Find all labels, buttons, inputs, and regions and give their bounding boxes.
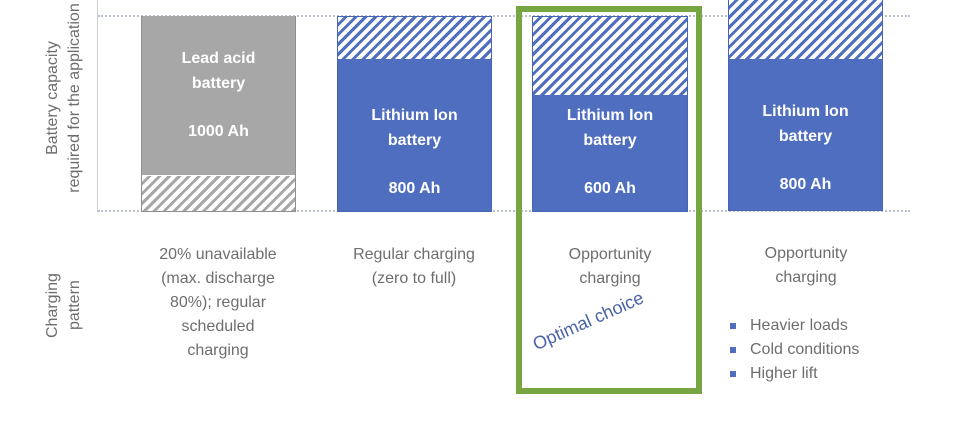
bar-name-line2: battery bbox=[778, 128, 833, 145]
bar-lead-acid: Lead acid battery 1000 Ah bbox=[141, 16, 296, 212]
bar-label: Lithium Ion battery 800 Ah bbox=[729, 99, 882, 197]
optimal-choice-highlight-box bbox=[516, 6, 702, 394]
bar-solid bbox=[729, 59, 882, 210]
row-label-charging: Charging bbox=[42, 273, 64, 338]
bar-label: Lithium Ion battery 800 Ah bbox=[338, 103, 491, 201]
row-label-pattern: pattern bbox=[64, 280, 86, 330]
bar-lead-acid-label: Lead acid battery 1000 Ah bbox=[142, 46, 295, 144]
list-item: Heavier loads bbox=[730, 314, 859, 338]
pattern-line: charging bbox=[187, 342, 249, 359]
pattern-line: (max. discharge bbox=[161, 270, 275, 287]
bar-solid bbox=[338, 59, 491, 211]
y-axis-label-line1: Battery capacity bbox=[44, 41, 61, 155]
row-label-line1: Charging bbox=[44, 273, 61, 338]
bar-name-line1: Lithium Ion bbox=[762, 103, 849, 120]
pattern-line: Opportunity bbox=[764, 245, 848, 262]
list-item: Higher lift bbox=[730, 362, 859, 386]
bullet-text: Heavier loads bbox=[750, 317, 848, 334]
bar-name-line2: battery bbox=[191, 75, 246, 92]
bar-hatch bbox=[338, 17, 491, 59]
pattern-line: charging bbox=[775, 269, 837, 286]
bar-label: Lithium Ion battery 600 Ah bbox=[533, 103, 687, 201]
list-item: Cold conditions bbox=[730, 338, 859, 362]
pattern-line: scheduled bbox=[181, 318, 255, 335]
bar-name-line1: Lead acid bbox=[181, 50, 256, 67]
bar-lead-acid-solid bbox=[142, 16, 295, 175]
pattern-text-4: Opportunity charging bbox=[716, 242, 896, 290]
pattern-text-3: Opportunity charging bbox=[520, 243, 700, 291]
y-axis-label: Battery capacity bbox=[42, 0, 64, 198]
pattern-line: charging bbox=[579, 270, 641, 287]
pattern-line: (zero to full) bbox=[371, 270, 457, 287]
bar-lithium-800-opportunity: Lithium Ion battery 800 Ah bbox=[728, 0, 883, 211]
pattern-line: 20% unavailable bbox=[159, 246, 277, 263]
bar-capacity: 800 Ah bbox=[388, 180, 441, 197]
bar-name-line2: battery bbox=[387, 132, 442, 149]
pattern-text-2: Regular charging (zero to full) bbox=[324, 243, 504, 291]
baseline-reference-line bbox=[98, 210, 910, 212]
bar-lithium-800-regular: Lithium Ion battery 800 Ah bbox=[337, 16, 492, 212]
bar-capacity: 800 Ah bbox=[779, 176, 832, 193]
bar-hatch bbox=[729, 0, 882, 59]
bar-capacity: 600 Ah bbox=[584, 180, 636, 197]
bullet-square-icon bbox=[730, 323, 736, 329]
bullet-text: Cold conditions bbox=[750, 341, 860, 358]
pattern-line: Regular charging bbox=[353, 246, 475, 263]
y-axis-line bbox=[97, 0, 98, 212]
bullet-square-icon bbox=[730, 371, 736, 377]
y-axis-label-line2: required for the application bbox=[66, 3, 83, 193]
bar-name-line2: battery bbox=[583, 132, 637, 149]
bullet-text: Higher lift bbox=[750, 365, 818, 382]
bar-capacity: 1000 Ah bbox=[188, 123, 249, 140]
bar-name-line1: Lithium Ion bbox=[566, 107, 654, 124]
bullet-square-icon bbox=[730, 347, 736, 353]
row-label-line2: pattern bbox=[66, 280, 83, 330]
bar-lithium-600-opportunity: Lithium Ion battery 600 Ah bbox=[532, 16, 688, 212]
bar-lead-acid-hatch bbox=[142, 176, 295, 211]
bar-name-line1: Lithium Ion bbox=[371, 107, 458, 124]
pattern-text-1: 20% unavailable (max. discharge 80%); re… bbox=[128, 243, 308, 363]
bar-hatch bbox=[533, 17, 687, 95]
pattern-line: Opportunity bbox=[568, 246, 652, 263]
conditions-list: Heavier loads Cold conditions Higher lif… bbox=[730, 314, 859, 386]
bar-solid bbox=[533, 95, 687, 211]
top-reference-line bbox=[98, 15, 910, 17]
y-axis-label-2: required for the application bbox=[64, 0, 86, 218]
pattern-line: 80%); regular bbox=[169, 294, 267, 311]
